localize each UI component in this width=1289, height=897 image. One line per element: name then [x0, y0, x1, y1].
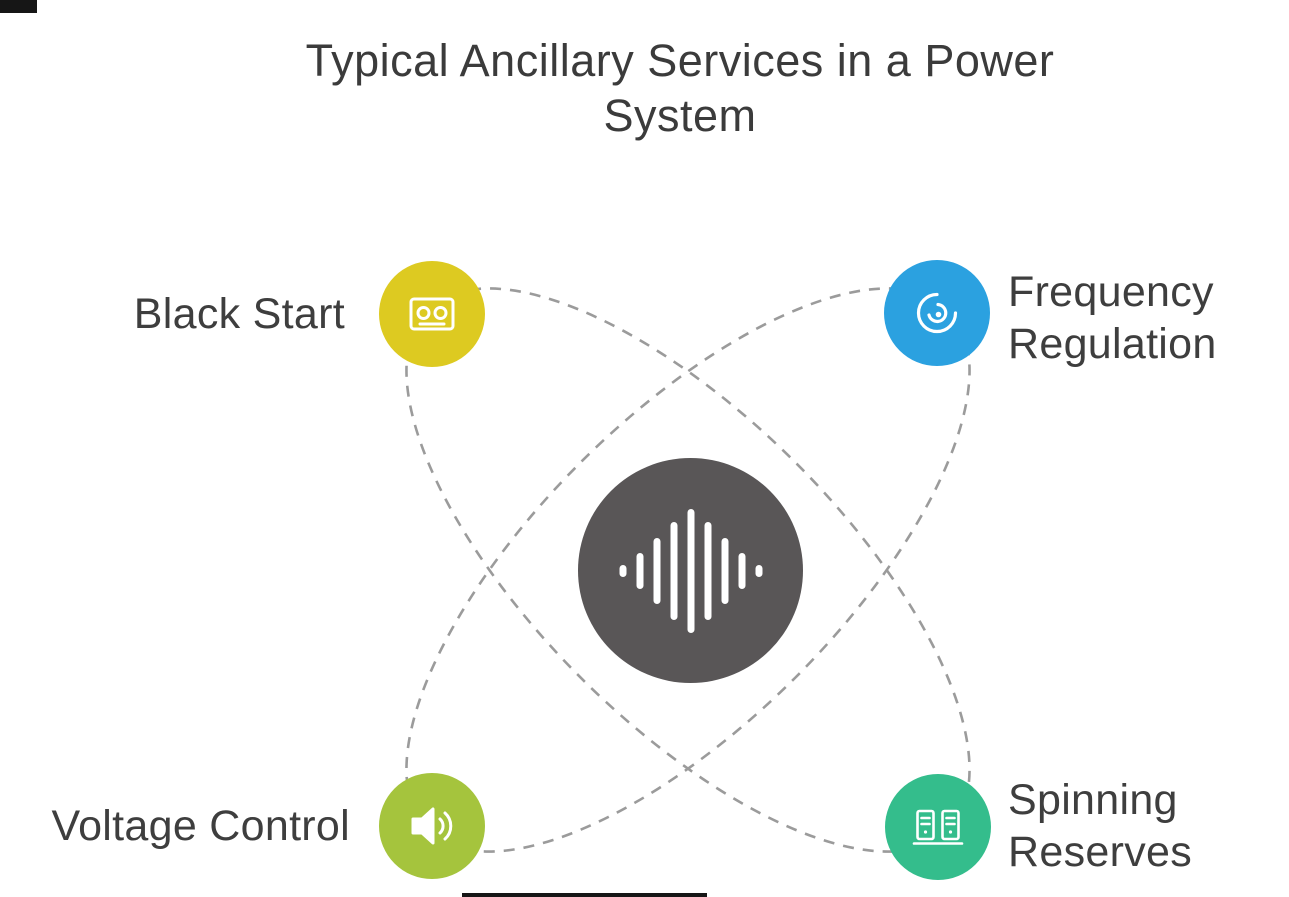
- diagram-title: Typical Ancillary Services in a Power Sy…: [240, 34, 1120, 144]
- node-label-voltage-control: Voltage Control: [51, 802, 350, 850]
- node-black-start: [379, 261, 485, 367]
- node-label-spinning-reserves: Spinning Reserves: [1008, 776, 1193, 877]
- diagram-title-line2: System: [603, 89, 757, 141]
- node-spinning-reserves: [885, 774, 991, 880]
- diagram-title-line1: Typical Ancillary Services in a Power: [305, 35, 1055, 86]
- node-voltage-control: [379, 773, 485, 879]
- node-label-black-start: Black Start: [133, 290, 345, 338]
- dual-server-icon: [912, 809, 964, 845]
- scan-artifact-bottom: [462, 893, 707, 897]
- speaker-icon: [411, 807, 453, 845]
- rotation-icon: [916, 292, 958, 334]
- scan-artifact-top-left: [0, 0, 37, 13]
- node-label-frequency-regulation: Frequency Regulation: [1008, 268, 1217, 369]
- waveform-icon: [619, 508, 762, 633]
- cassette-battery-icon: [409, 297, 455, 331]
- node-frequency-regulation: [884, 260, 990, 366]
- center-hub: [578, 458, 803, 683]
